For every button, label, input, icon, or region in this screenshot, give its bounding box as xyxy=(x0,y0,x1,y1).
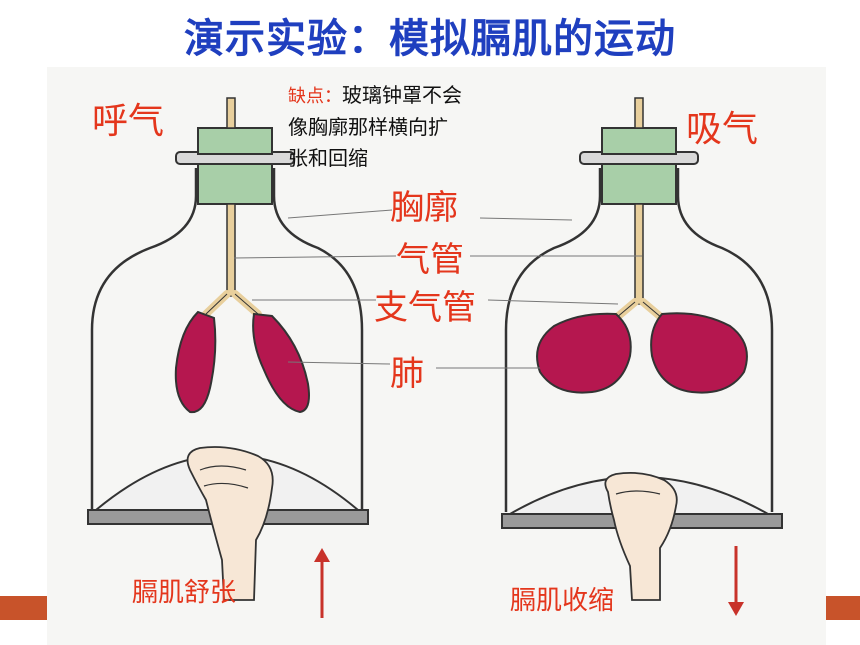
right-lung-a xyxy=(536,312,632,394)
drawback-line-3: 张和回缩 xyxy=(288,146,368,170)
drawback-note: 缺点：玻璃钟罩不会 像胸廓那样横向扩 张和回缩 xyxy=(288,80,538,174)
drawback-line-1: 玻璃钟罩不会 xyxy=(342,83,462,107)
drawback-line-2: 像胸廓那样横向扩 xyxy=(288,115,448,139)
right-bell-jar xyxy=(501,97,783,601)
page-title: 演示实验：模拟膈肌的运动 xyxy=(184,16,676,62)
left-bell-jar xyxy=(87,97,369,601)
right-lung-b xyxy=(650,312,748,394)
right-stopper xyxy=(601,163,677,205)
arrow-down-icon xyxy=(728,546,744,616)
inhale-label: 吸气 xyxy=(686,109,759,150)
diaphragm-contract-label: 膈肌收缩 xyxy=(510,586,615,616)
right-stopper-top xyxy=(601,127,677,155)
label-trachea: 气管 xyxy=(396,240,464,280)
label-bronchi: 支气管 xyxy=(374,288,476,328)
left-lung-a xyxy=(174,310,217,414)
label-lung: 肺 xyxy=(390,354,424,394)
leader-lines xyxy=(233,209,642,369)
drawback-head: 缺点： xyxy=(288,86,342,107)
right-trachea-tube xyxy=(634,203,644,305)
right-hand xyxy=(604,471,678,601)
left-lung-b xyxy=(252,312,310,414)
left-stopper xyxy=(197,163,273,205)
diaphragm-relax-label: 膈肌舒张 xyxy=(132,578,237,608)
arrow-up-icon xyxy=(314,548,330,618)
left-stopper-top xyxy=(197,127,273,155)
left-trachea-tube xyxy=(226,203,236,297)
label-chest: 胸廓 xyxy=(390,188,458,228)
exhale-label: 呼气 xyxy=(92,101,165,142)
